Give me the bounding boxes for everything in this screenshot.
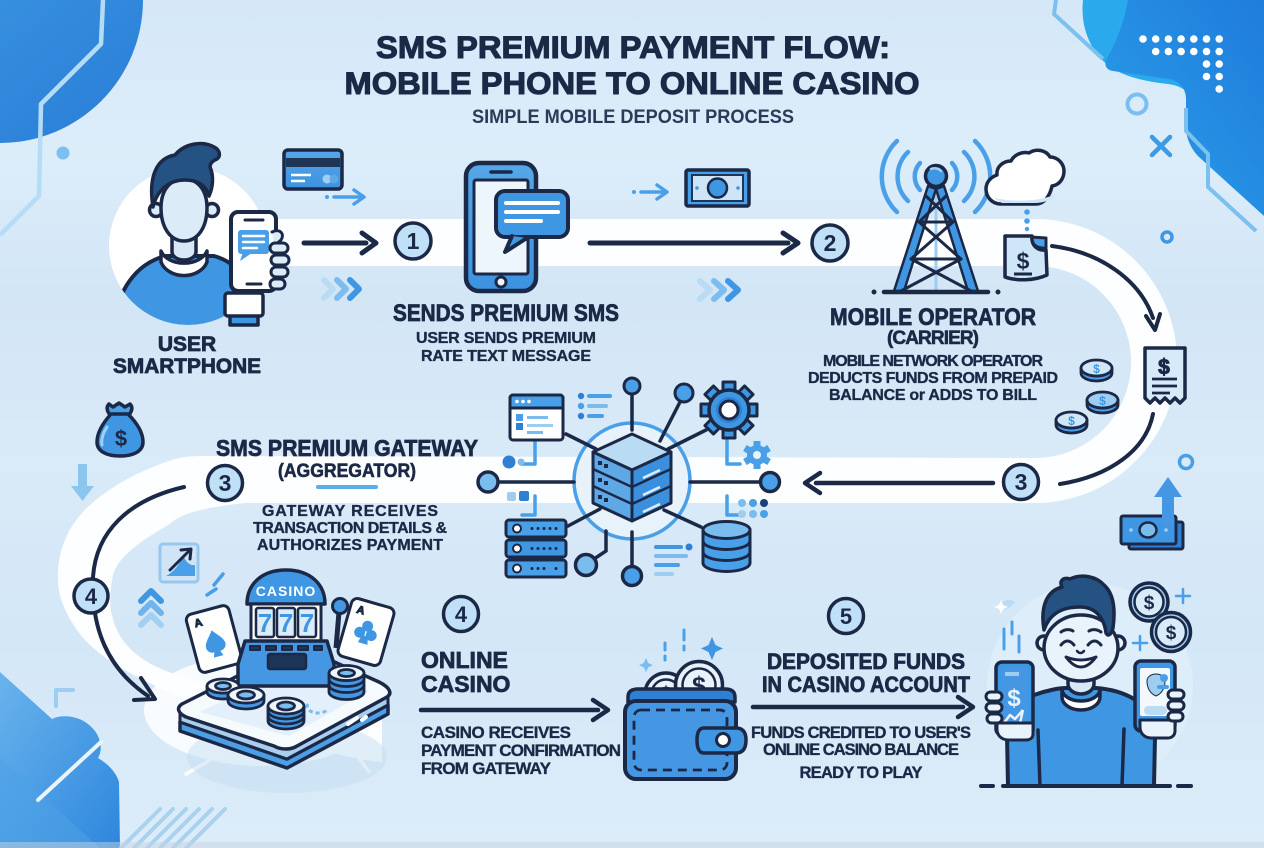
svg-text:GATEWAY RECEIVES: GATEWAY RECEIVES (262, 503, 438, 520)
svg-text:$: $ (1158, 356, 1170, 379)
svg-text:1: 1 (407, 228, 420, 254)
svg-text:A: A (193, 617, 204, 631)
svg-text:3: 3 (1015, 469, 1028, 495)
svg-text:AUTHORIZES PAYMENT: AUTHORIZES PAYMENT (257, 537, 443, 554)
svg-text:(CARRIER): (CARRIER) (887, 328, 979, 349)
svg-text:MOBILE NETWORK OPERATOR: MOBILE NETWORK OPERATOR (823, 353, 1043, 370)
svg-text:$: $ (1017, 248, 1030, 274)
svg-text:ONLINE CASINO BALANCE: ONLINE CASINO BALANCE (763, 741, 959, 759)
svg-text:MOBILE OPERATOR: MOBILE OPERATOR (830, 304, 1036, 331)
svg-text:CASINO: CASINO (256, 583, 316, 599)
svg-text:4: 4 (455, 602, 468, 627)
svg-text:5: 5 (840, 604, 852, 629)
svg-text:IN CASINO ACCOUNT: IN CASINO ACCOUNT (762, 672, 971, 697)
svg-text:READY TO PLAY: READY TO PLAY (800, 764, 923, 782)
svg-text:PAYMENT CONFIRMATION: PAYMENT CONFIRMATION (421, 741, 621, 760)
svg-text:4: 4 (85, 584, 98, 609)
svg-text:DEDUCTS FUNDS FROM PREPAID: DEDUCTS FUNDS FROM PREPAID (808, 370, 1058, 387)
svg-text:2: 2 (824, 230, 837, 256)
svg-text:FUNDS CREDITED TO USER'S: FUNDS CREDITED TO USER'S (751, 724, 971, 742)
svg-text:USER: USER (158, 333, 216, 356)
svg-text:SMARTPHONE: SMARTPHONE (113, 355, 261, 378)
svg-text:FROM GATEWAY: FROM GATEWAY (421, 759, 552, 778)
svg-text:BALANCE or ADDS TO BILL: BALANCE or ADDS TO BILL (829, 387, 1037, 404)
svg-text:TRANSACTION DETAILS &: TRANSACTION DETAILS & (253, 520, 447, 537)
svg-text:$: $ (1068, 414, 1075, 428)
svg-text:7: 7 (279, 608, 293, 638)
svg-text:SENDS PREMIUM SMS: SENDS PREMIUM SMS (393, 300, 619, 327)
svg-text:$: $ (1093, 362, 1100, 376)
svg-text:7: 7 (258, 608, 272, 638)
svg-text:CASINO: CASINO (421, 671, 510, 697)
svg-text:$: $ (1099, 394, 1106, 408)
svg-text:RATE TEXT MESSAGE: RATE TEXT MESSAGE (421, 348, 591, 365)
svg-text:USER SENDS PREMIUM: USER SENDS PREMIUM (416, 330, 596, 347)
svg-text:3: 3 (219, 470, 232, 496)
svg-text:A: A (355, 604, 366, 618)
svg-text:DEPOSITED FUNDS: DEPOSITED FUNDS (767, 649, 965, 674)
svg-text:(AGGREGATOR): (AGGREGATOR) (278, 461, 416, 482)
svg-text:CASINO RECEIVES: CASINO RECEIVES (421, 723, 571, 742)
svg-text:$: $ (1007, 685, 1021, 712)
svg-text:$: $ (1144, 593, 1155, 614)
svg-text:7: 7 (300, 608, 314, 638)
svg-text:SMS PREMIUM GATEWAY: SMS PREMIUM GATEWAY (216, 435, 478, 461)
svg-text:$: $ (115, 426, 127, 451)
svg-text:$: $ (1166, 623, 1177, 644)
svg-text:MOBILE PHONE TO ONLINE CASINO: MOBILE PHONE TO ONLINE CASINO (345, 65, 920, 101)
svg-text:SIMPLE MOBILE DEPOSIT PROCESS: SIMPLE MOBILE DEPOSIT PROCESS (472, 106, 794, 128)
svg-text:SMS PREMIUM PAYMENT FLOW:: SMS PREMIUM PAYMENT FLOW: (376, 29, 890, 65)
svg-text:ONLINE: ONLINE (421, 647, 508, 673)
